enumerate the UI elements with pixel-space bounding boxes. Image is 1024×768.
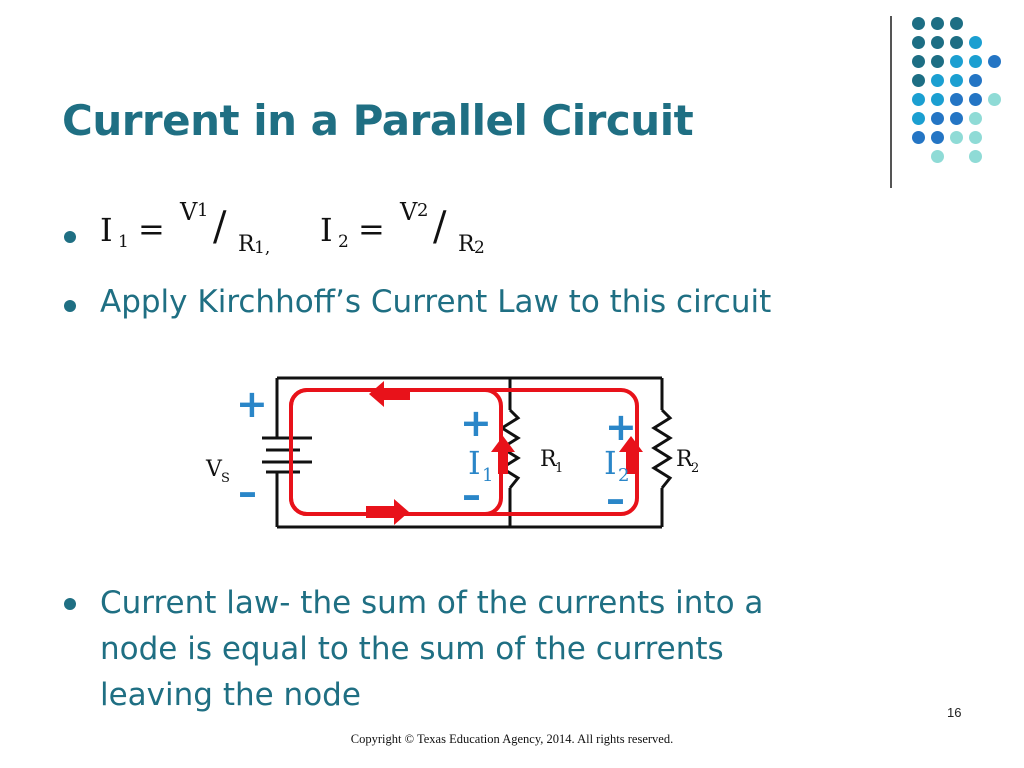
decorative-dot <box>912 55 925 68</box>
eq-r2-subscript: 2 <box>474 238 485 258</box>
r1-plus-sign: + <box>460 401 492 445</box>
eq-fraction-slash-2: / <box>433 204 447 250</box>
battery-symbol <box>262 436 312 474</box>
decorative-dot <box>969 93 982 106</box>
decorative-dot <box>931 131 944 144</box>
decorative-dot <box>950 17 963 30</box>
decorative-dot <box>912 112 925 125</box>
decorative-dot <box>912 36 925 49</box>
decorative-dot <box>931 74 944 87</box>
bullet-text-kirchhoff: Apply Kirchhoff’s Current Law to this ci… <box>100 284 772 320</box>
bullet-text-current-law: Current law- the sum of the currents int… <box>100 580 920 718</box>
decorative-dot <box>912 131 925 144</box>
decorative-dot <box>912 17 925 30</box>
eq-fraction-slash-1: / <box>213 204 227 250</box>
i2-label-subscript: 2 <box>618 465 629 486</box>
battery-minus-sign: – <box>238 470 257 514</box>
decorative-dot <box>969 36 982 49</box>
eq-v1-symbol: V <box>180 198 198 226</box>
current-arrow-up-r2-icon <box>619 436 643 474</box>
vs-label-symbol: V <box>205 457 223 482</box>
eq-equals-2: = <box>358 210 385 248</box>
decorative-dot <box>969 131 982 144</box>
decorative-dot <box>931 93 944 106</box>
decorative-dot <box>969 55 982 68</box>
decorative-dot <box>950 55 963 68</box>
eq-i2-subscript: 2 <box>338 232 349 252</box>
decorative-dot <box>988 55 1001 68</box>
i1-label-symbol: I <box>468 444 481 482</box>
decorative-dot <box>931 55 944 68</box>
bullet-dot <box>64 231 76 243</box>
r2-label-subscript: 2 <box>691 461 699 476</box>
eq-r1-subscript: 1, <box>254 238 271 258</box>
i1-label-subscript: 1 <box>482 465 493 486</box>
resistor-r2 <box>651 408 673 489</box>
battery-plus-sign: + <box>236 382 268 426</box>
circuit-diagram-background <box>231 373 665 545</box>
bullet-dot <box>64 598 76 610</box>
bullet-dot <box>64 300 76 312</box>
i2-label-symbol: I <box>604 444 617 482</box>
decorative-dot <box>912 74 925 87</box>
r1-minus-sign: – <box>462 473 481 517</box>
r1-label-symbol: R <box>540 447 558 472</box>
copyright-footer: Copyright © Texas Education Agency, 2014… <box>350 732 674 746</box>
decorative-dot <box>950 93 963 106</box>
r2-plus-sign: + <box>605 405 637 449</box>
eq-i1-symbol: I <box>100 211 113 249</box>
decorative-dot <box>912 93 925 106</box>
decorative-dot <box>969 150 982 163</box>
vs-label-subscript: S <box>221 471 230 486</box>
current-law-line-3: leaving the node <box>100 677 361 713</box>
decorative-dot <box>950 36 963 49</box>
decorative-dot <box>969 112 982 125</box>
current-arrow-left-icon <box>369 381 410 407</box>
decorative-divider-line <box>890 16 892 188</box>
decorative-dot <box>950 112 963 125</box>
current-arrow-right-icon <box>366 499 409 525</box>
current-law-line-2: node is equal to the sum of the currents <box>100 631 724 667</box>
eq-i2-symbol: I <box>320 211 333 249</box>
current-arrow-up-r1-icon <box>491 436 515 474</box>
eq-r2-symbol: R <box>458 232 475 257</box>
decorative-dot <box>950 131 963 144</box>
decorative-dot <box>969 74 982 87</box>
r2-minus-sign: – <box>606 477 625 521</box>
slide-title: Current in a Parallel Circuit <box>62 96 694 145</box>
decorative-dot <box>988 93 1001 106</box>
decorative-dot <box>931 112 944 125</box>
eq-v2-subscript: 2 <box>417 200 429 221</box>
r2-label-symbol: R <box>676 447 694 472</box>
eq-equals-1: = <box>138 210 165 248</box>
eq-i1-subscript: 1 <box>118 232 129 252</box>
r1-label-subscript: 1 <box>555 461 563 476</box>
current-law-line-1: Current law- the sum of the currents int… <box>100 585 764 621</box>
eq-v1-subscript: 1 <box>197 200 209 221</box>
eq-v2-symbol: V <box>400 198 418 226</box>
decorative-dot <box>931 36 944 49</box>
slide-page-number: 16 <box>947 705 962 720</box>
decorative-dot <box>931 17 944 30</box>
decorative-dot <box>931 150 944 163</box>
decorative-dot <box>950 74 963 87</box>
eq-r1-symbol: R <box>238 232 255 257</box>
